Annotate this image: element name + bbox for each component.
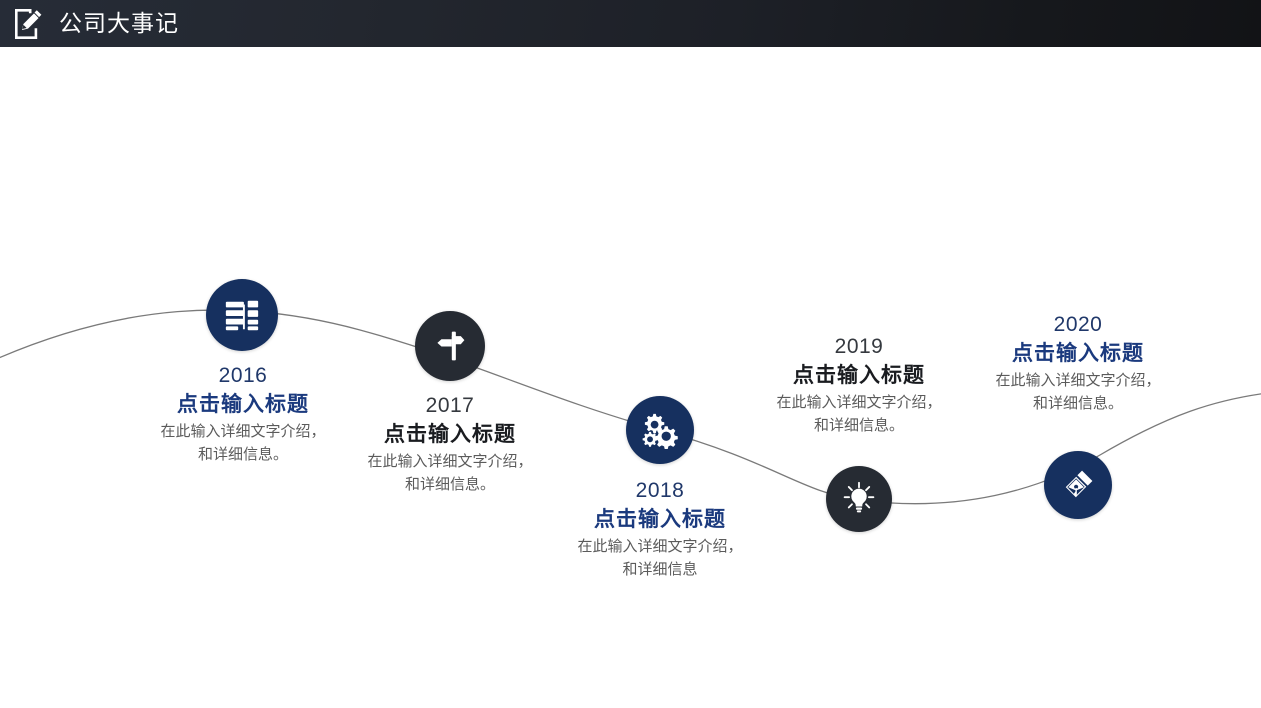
node-marker-2020[interactable] xyxy=(1044,451,1112,519)
gears-icon xyxy=(642,413,678,449)
node-marker-2018[interactable] xyxy=(626,396,694,464)
lightbulb-icon xyxy=(843,481,875,513)
node-marker-2017[interactable] xyxy=(415,311,485,381)
node-desc-line1-2018: 在此输入详细文字介绍， xyxy=(577,537,743,555)
node-desc-line1-2017: 在此输入详细文字介绍， xyxy=(367,452,533,470)
node-text-2020: 2020 点击输入标题 在此输入详细文字介绍， 和详细信息。 xyxy=(948,311,1208,415)
node-desc-line2-2016: 和详细信息。 xyxy=(197,445,288,463)
node-desc-line2-2018: 和详细信息 xyxy=(622,560,698,578)
node-marker-2016[interactable] xyxy=(206,279,278,351)
node-desc-line1-2016: 在此输入详细文字介绍， xyxy=(160,422,326,440)
node-text-2018: 2018 点击输入标题 在此输入详细文字介绍， 和详细信息 xyxy=(530,477,790,581)
node-year-2019: 2019 xyxy=(834,335,884,358)
node-title-2017: 点击输入标题 xyxy=(384,423,516,447)
node-title-2018: 点击输入标题 xyxy=(594,508,726,532)
node-desc-line1-2020: 在此输入详细文字介绍， xyxy=(995,371,1161,389)
node-desc-line2-2017: 和详细信息。 xyxy=(404,475,495,493)
signpost-icon xyxy=(437,331,465,361)
pen-nib-icon xyxy=(1065,470,1093,498)
node-desc-line2-2019: 和详细信息。 xyxy=(813,416,904,434)
node-text-2016: 2016 点击输入标题 在此输入详细文字介绍， 和详细信息。 xyxy=(113,362,373,466)
node-desc-line1-2019: 在此输入详细文字介绍， xyxy=(776,393,942,411)
server-rack-icon xyxy=(225,300,259,331)
page-title: 公司大事记 xyxy=(59,10,179,36)
node-year-2016: 2016 xyxy=(218,364,268,387)
node-title-2016: 点击输入标题 xyxy=(177,393,309,417)
document-pencil-icon xyxy=(14,8,42,39)
node-year-2020: 2020 xyxy=(1053,313,1103,336)
slide-header: 公司大事记 xyxy=(0,0,1261,47)
node-year-2017: 2017 xyxy=(425,394,475,417)
node-desc-line2-2020: 和详细信息。 xyxy=(1032,394,1123,412)
node-title-2019: 点击输入标题 xyxy=(793,364,925,388)
node-marker-2019[interactable] xyxy=(826,466,892,532)
node-text-2017: 2017 点击输入标题 在此输入详细文字介绍， 和详细信息。 xyxy=(320,392,580,496)
node-title-2020: 点击输入标题 xyxy=(1012,342,1144,366)
node-text-2019: 2019 点击输入标题 在此输入详细文字介绍， 和详细信息。 xyxy=(729,333,989,437)
node-year-2018: 2018 xyxy=(635,479,685,502)
